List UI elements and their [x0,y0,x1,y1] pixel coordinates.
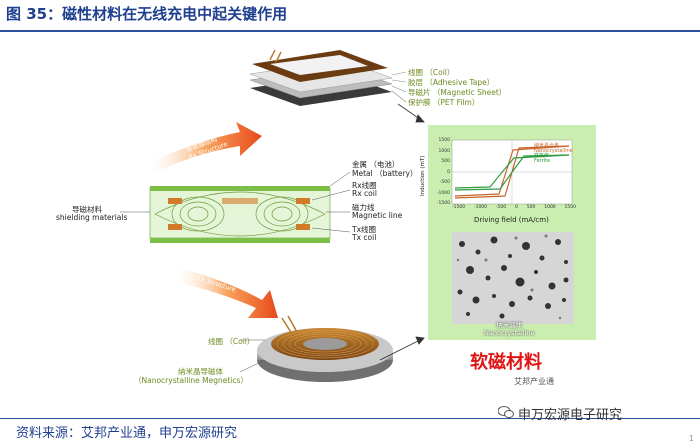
tx-coil-disk [239,315,393,382]
legend-ferrite: 铁氧体 [534,153,550,159]
legend-nanocrystalline: 纳米晶合金 [534,143,560,149]
graph-yticks: 1500 1000 500 0 -500 -1000 -1500 [432,138,450,206]
source-note: 资料来源：艾邦产业通，申万宏源研究 [16,426,238,441]
ytick: -1500 [436,201,450,206]
tx-coil-right [296,224,310,230]
shield-layer-bottom [150,238,330,243]
rx-coil-label-cn: Rx线圈 [352,181,377,190]
tx-coil-label-en: Tx coil [352,233,377,242]
coil-label: 线圈 （Coil） [408,68,455,77]
figure-title-bar: 图 35：磁性材料在无线充电中起关键作用 [0,0,700,28]
ytick: -1000 [436,190,450,196]
rx-structure-arrow [150,122,262,172]
rx-coil-left [168,198,182,204]
nanocrystalline-micrograph [452,232,574,324]
xtick: 1500 [564,205,576,210]
hysteresis-graph [451,139,573,205]
tx-coil-disk-label: 线圈 （Coil） [208,337,255,346]
shielding-label-en: shielding materials [56,213,128,222]
ferrite-curve [454,154,570,191]
tx-structure-arrow [176,268,278,318]
xtick: 1000 [544,205,556,210]
section-body [149,187,331,239]
ytick: 1500 [438,138,450,143]
graph-xlabel: Driving field (mA/cm) [474,216,549,224]
graph-legend: 纳米晶合金 Nanocrystalline 铁氧体 Ferrite [534,143,573,164]
magnetic-sheet-label: 导磁片 （Magnetic Sheet） [408,88,507,97]
nano-magnetics-label-cn: 纳米晶导磁体 [178,367,223,376]
coil-inner [270,55,368,75]
aibang-watermark: 艾邦产业通 [514,377,554,386]
xtick: -500 [495,205,507,210]
magnetic-line-label-cn: 磁力线 [352,203,375,212]
xtick: -1000 [473,205,488,210]
tx-coil-label-cn: Tx线圈 [352,225,377,234]
panel-connector-arrows [379,103,425,361]
graph-xticks: -1500 -1000 -500 0 500 1000 1500 [452,205,576,210]
footer-rule [0,418,700,419]
xtick: 500 [526,205,536,210]
shielding-label-cn: 导磁材料 [72,205,102,214]
brand-name: 申万宏源电子研究 [518,408,623,423]
pet-film-label: 保护膜 （PET Film） [408,98,480,107]
ytick: -500 [439,180,450,185]
title-rule [0,30,700,32]
magnetic-line-label-en: Magnetic line [352,211,403,220]
ytick: 500 [441,159,450,164]
ytick: 0 [447,169,450,175]
nano-magnetics-label-en: （Nanocrystalline Megnetics） [134,376,248,385]
cross-section [120,171,351,243]
rx-coil-right [296,198,310,204]
metal-label-cn: 金属 （电池） [352,160,400,169]
wechat-icon [498,406,514,418]
graph-ylabel: Induction (mT) [420,155,426,196]
xtick: 0 [515,205,518,210]
xtick: -1500 [452,205,466,210]
tx-coil-left [168,224,182,230]
metal-label-en: Metal （battery） [352,169,418,178]
soft-magnetic-label: 软磁材料 [470,352,542,373]
top-layer-stack [249,49,407,106]
figure-title: 图 35：磁性材料在无线充电中起关键作用 [6,5,288,23]
adhesive-tape-label: 胶层 （Adhesive Tape） [408,78,495,87]
corner-mark: 1 [688,434,694,443]
ytick: 1000 [438,148,450,154]
micrograph-label: 纳米晶体 Nanocrystalline [484,321,535,337]
rx-coil-label-en: Rx coil [352,189,377,198]
metal-battery-layer [150,186,330,191]
